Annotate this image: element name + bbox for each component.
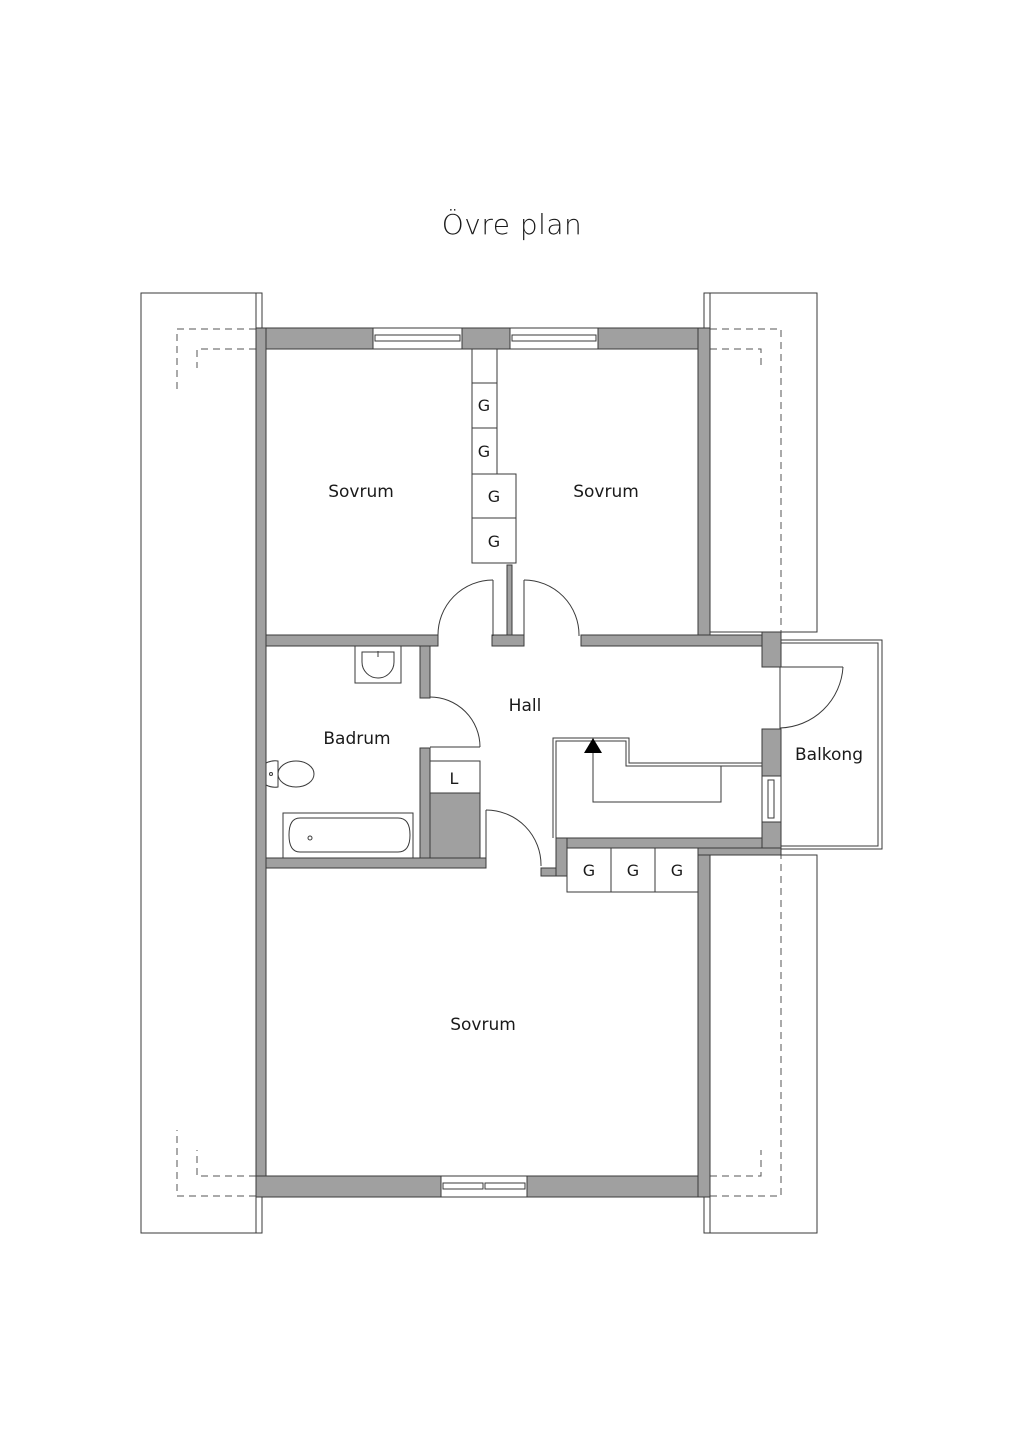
room-label-bedroom-top-left: Sovrum: [328, 482, 394, 502]
stair-direction-arrow-icon: [584, 738, 602, 753]
doors: [429, 579, 844, 867]
room-label-bedroom-bottom: Sovrum: [450, 1015, 516, 1035]
bathtub: [282, 812, 414, 859]
walls: [255, 327, 782, 1198]
room-label-hall: Hall: [509, 696, 542, 716]
staircase: [552, 737, 762, 838]
room-labels: Sovrum Sovrum Hall Badrum Balkong Sovrum: [323, 482, 863, 1035]
wardrobe-label: G: [627, 861, 639, 880]
wardrobe-label: G: [583, 861, 595, 880]
linen-closet-label: L: [450, 769, 459, 788]
room-label-bathroom: Badrum: [323, 729, 390, 749]
toilet: [265, 760, 315, 788]
sink: [354, 645, 402, 684]
linen-closet: [429, 760, 481, 794]
windows: [372, 327, 782, 1198]
eave-dashed-lines: [176, 328, 782, 1197]
room-label-bedroom-top-right: Sovrum: [573, 482, 639, 502]
wardrobe-label: G: [478, 442, 490, 461]
wardrobe-labels-bottom: G G G: [583, 861, 683, 880]
wardrobe-labels-top: G G G G: [478, 396, 500, 551]
wardrobe-label: G: [488, 532, 500, 551]
wardrobe-row-bottom: [566, 847, 699, 893]
wardrobe-column-top: [471, 348, 517, 564]
wardrobe-label: G: [671, 861, 683, 880]
wardrobe-label: G: [488, 487, 500, 506]
plan-title: Övre plan: [441, 208, 583, 241]
roof-outline-left: [140, 292, 263, 1234]
room-label-balcony: Balkong: [795, 745, 863, 765]
wardrobe-label: G: [478, 396, 490, 415]
